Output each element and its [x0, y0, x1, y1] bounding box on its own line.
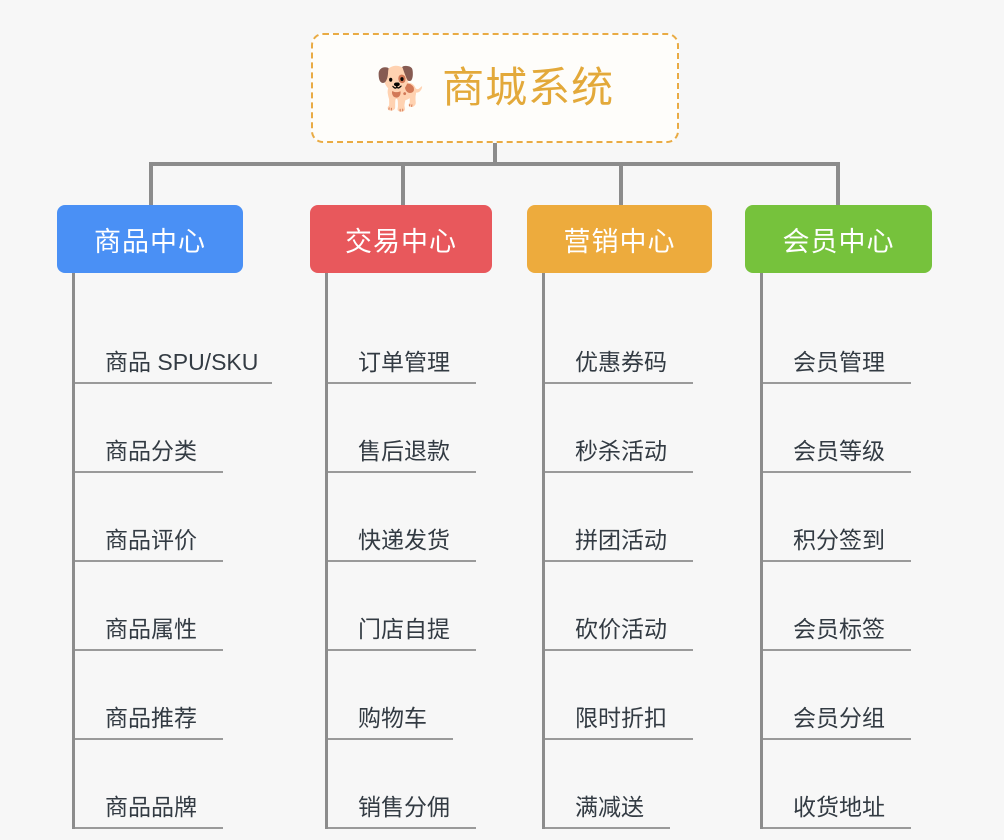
category-box-trade-center[interactable]: 交易中心 — [310, 205, 492, 273]
list-item[interactable]: 会员分组 — [763, 651, 932, 740]
leaf-label: 积分签到 — [763, 527, 911, 562]
leaf-label: 商品评价 — [75, 527, 223, 562]
leaf-label: 快递发货 — [328, 527, 476, 562]
list-item[interactable]: 商品属性 — [75, 562, 272, 651]
leaf-label: 拼团活动 — [545, 527, 693, 562]
list-item[interactable]: 订单管理 — [328, 295, 492, 384]
root-title: 商城系统 — [442, 64, 615, 111]
list-item[interactable]: 拼团活动 — [545, 473, 712, 562]
leaf-label: 会员标签 — [763, 616, 911, 651]
category-box-member-center[interactable]: 会员中心 — [745, 205, 932, 273]
leaf-label: 销售分佣 — [328, 794, 476, 829]
leaf-label: 收货地址 — [763, 794, 911, 829]
list-item[interactable]: 商品推荐 — [75, 651, 272, 740]
list-item[interactable]: 积分签到 — [763, 473, 932, 562]
leaf-label: 订单管理 — [328, 349, 476, 384]
leaf-list-trade-center: 订单管理 售后退款 快递发货 门店自提 购物车 销售分佣 — [325, 273, 492, 829]
branch-trade-center: 交易中心 订单管理 售后退款 快递发货 门店自提 购物车 销售分佣 — [310, 205, 492, 829]
branch-product-center: 商品中心 商品 SPU/SKU 商品分类 商品评价 商品属性 商品推荐 商品品牌 — [57, 205, 273, 829]
category-box-product-center[interactable]: 商品中心 — [57, 205, 243, 273]
category-label: 会员中心 — [782, 226, 895, 257]
leaf-label: 购物车 — [328, 705, 453, 740]
list-item[interactable]: 限时折扣 — [545, 651, 712, 740]
leaf-label: 门店自提 — [328, 616, 476, 651]
category-label: 营销中心 — [563, 226, 676, 257]
leaf-label: 限时折扣 — [545, 705, 693, 740]
leaf-label: 会员管理 — [763, 349, 911, 384]
connector-drop-4 — [836, 162, 840, 207]
branch-member-center: 会员中心 会员管理 会员等级 积分签到 会员标签 会员分组 收货地址 — [745, 205, 932, 829]
list-item[interactable]: 商品 SPU/SKU — [75, 295, 273, 384]
list-item[interactable]: 商品品牌 — [75, 740, 272, 829]
list-item[interactable]: 售后退款 — [328, 384, 492, 473]
leaf-label: 商品 SPU/SKU — [75, 349, 273, 384]
list-item[interactable]: 商品分类 — [75, 384, 272, 473]
leaf-label: 会员等级 — [763, 438, 911, 473]
list-item[interactable]: 砍价活动 — [545, 562, 712, 651]
connector-horizontal-bus — [149, 162, 837, 166]
list-item[interactable]: 购物车 — [328, 651, 492, 740]
list-item[interactable]: 快递发货 — [328, 473, 492, 562]
list-item[interactable]: 秒杀活动 — [545, 384, 712, 473]
category-box-marketing-center[interactable]: 营销中心 — [527, 205, 712, 273]
shiba-dog-icon: 🐕 — [375, 65, 429, 112]
connector-drop-1 — [149, 162, 153, 207]
list-item[interactable]: 销售分佣 — [328, 740, 492, 829]
branch-marketing-center: 营销中心 优惠券码 秒杀活动 拼团活动 砍价活动 限时折扣 满减送 — [527, 205, 712, 829]
list-item[interactable]: 满减送 — [545, 740, 712, 829]
connector-root-stem — [493, 143, 497, 165]
leaf-label: 优惠券码 — [545, 349, 693, 384]
list-item[interactable]: 门店自提 — [328, 562, 492, 651]
list-item[interactable]: 收货地址 — [763, 740, 932, 829]
leaf-label: 商品推荐 — [75, 705, 223, 740]
leaf-label: 满减送 — [545, 794, 670, 829]
leaf-label: 商品分类 — [75, 438, 223, 473]
list-item[interactable]: 商品评价 — [75, 473, 272, 562]
list-item[interactable]: 会员等级 — [763, 384, 932, 473]
connector-drop-2 — [401, 162, 405, 207]
list-item[interactable]: 会员标签 — [763, 562, 932, 651]
list-item[interactable]: 会员管理 — [763, 295, 932, 384]
leaf-label: 商品属性 — [75, 616, 223, 651]
leaf-list-member-center: 会员管理 会员等级 积分签到 会员标签 会员分组 收货地址 — [760, 273, 932, 829]
list-item[interactable]: 优惠券码 — [545, 295, 712, 384]
leaf-label: 秒杀活动 — [545, 438, 693, 473]
root-node[interactable]: 🐕 商城系统 — [311, 33, 679, 143]
leaf-label: 商品品牌 — [75, 794, 223, 829]
category-label: 商品中心 — [94, 226, 206, 257]
leaf-label: 售后退款 — [328, 438, 476, 473]
leaf-list-marketing-center: 优惠券码 秒杀活动 拼团活动 砍价活动 限时折扣 满减送 — [542, 273, 712, 829]
connector-drop-3 — [619, 162, 623, 207]
leaf-label: 会员分组 — [763, 705, 911, 740]
category-label: 交易中心 — [345, 226, 457, 257]
leaf-label: 砍价活动 — [545, 616, 693, 651]
leaf-list-product-center: 商品 SPU/SKU 商品分类 商品评价 商品属性 商品推荐 商品品牌 — [72, 273, 273, 829]
